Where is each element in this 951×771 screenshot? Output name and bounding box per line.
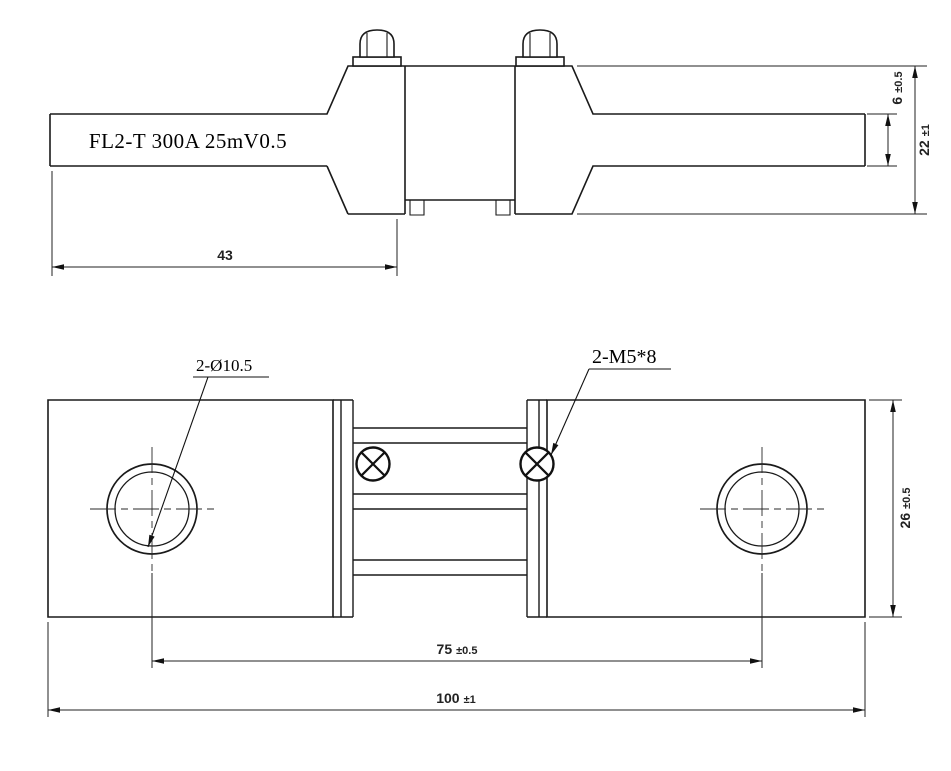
- holes-callout-text: 2-Ø10.5: [196, 356, 252, 375]
- holes-callout-leader: [147, 376, 209, 548]
- side-profile-outline: [49, 65, 866, 215]
- right-screw-plan: [519, 446, 555, 482]
- right-mounting-hole: [700, 447, 824, 571]
- screws-callout-text: 2-M5*8: [592, 346, 656, 368]
- left-screw-head-lines: [366, 33, 388, 57]
- right-screw-side: [515, 29, 565, 67]
- dimension-arm-length: 43: [51, 171, 398, 276]
- dim-text-100: 100±1: [436, 690, 476, 706]
- dimension-end-height: 22±1: [577, 65, 932, 215]
- dimension-bar-thickness: 6±0.5: [867, 71, 905, 167]
- dim-text-75: 75±0.5: [437, 641, 478, 657]
- screws-callout: 2-M5*8: [550, 346, 671, 456]
- left-mounting-hole: [90, 447, 214, 571]
- center-bottom-tabs: [409, 200, 511, 216]
- right-screw-cross: [524, 451, 550, 477]
- bottom-view: 2-Ø10.5 2-M5*8 75±0.5: [47, 346, 913, 717]
- ext-lines-26: [869, 399, 902, 618]
- right-plate-outline: [546, 399, 866, 618]
- left-clamp-band: [333, 399, 354, 618]
- right-screw-head: [522, 29, 558, 58]
- left-screw-washer: [352, 56, 402, 67]
- right-hole-centerlines: [700, 447, 824, 571]
- left-screw-cross: [360, 451, 386, 477]
- dimension-overall-length: 100±1: [47, 622, 866, 717]
- right-clamp-band: [526, 399, 547, 618]
- dim-text-43: 43: [217, 247, 233, 263]
- ext-lines-75: [151, 573, 763, 668]
- ext-lines-22: [577, 65, 927, 215]
- dimension-plate-width: 26±0.5: [869, 399, 913, 618]
- top-view: FL2-T 300A 25mV0.5 43 6±0.5 22±1: [49, 29, 932, 276]
- dim-text-6: 6±0.5: [889, 71, 905, 104]
- part-marking-label: FL2-T 300A 25mV0.5: [89, 129, 287, 153]
- resistance-strips: [353, 427, 527, 576]
- left-plate-outline: [47, 399, 334, 618]
- right-screw-head-lines: [529, 33, 551, 57]
- holes-callout: 2-Ø10.5: [147, 356, 269, 548]
- left-screw-head: [359, 29, 395, 58]
- left-screw-plan: [355, 446, 391, 482]
- dim-text-26: 26±0.5: [897, 488, 913, 529]
- dimension-hole-spacing: 75±0.5: [151, 573, 763, 668]
- ext-lines-6: [867, 113, 897, 167]
- ext-lines-100: [47, 622, 866, 717]
- right-screw-washer: [515, 56, 565, 67]
- left-hole-centerlines: [90, 447, 214, 571]
- left-screw-side: [352, 29, 402, 67]
- screws-callout-leader: [550, 368, 590, 456]
- dim-text-22: 22±1: [916, 124, 932, 156]
